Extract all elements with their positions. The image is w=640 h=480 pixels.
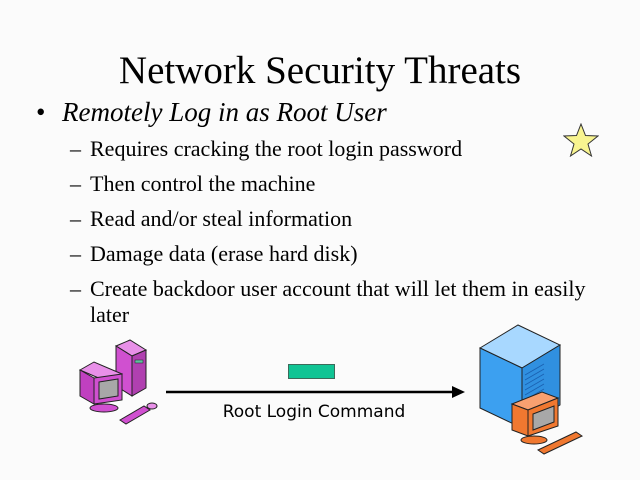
main-bullet-text: Remotely Log in as Root User [62,97,387,127]
sub-bullet-text: Damage data (erase hard disk) [90,241,358,266]
dash-marker: – [70,136,81,161]
sub-bullet-text: Create backdoor user account that will l… [90,276,586,327]
slide-title: Network Security Threats [118,49,522,92]
main-bullet: • Remotely Log in as Root User [36,96,387,128]
dash-marker: – [70,171,81,196]
dash-marker: – [70,276,81,301]
data-packet [288,364,335,379]
arrow-label: Root Login Command [222,402,406,422]
sub-bullet: –Create backdoor user account that will … [70,276,610,328]
dash-marker: – [70,206,81,231]
attacker-computer-icon [78,339,158,425]
sub-bullet: –Then control the machine [70,171,610,197]
sub-bullet: –Damage data (erase hard disk) [70,241,610,267]
server-computer-icon [478,324,584,455]
sub-bullet-text: Then control the machine [90,171,316,196]
dash-marker: – [70,241,81,266]
sub-bullet-text: Requires cracking the root login passwor… [90,136,463,161]
connection-arrow [166,386,465,398]
sub-bullet-text: Read and/or steal information [90,206,353,231]
sub-bullet: –Read and/or steal information [70,206,610,232]
bullet-marker: • [36,97,46,127]
sub-bullet-list: –Requires cracking the root login passwo… [70,136,610,337]
star-icon [563,123,599,157]
sub-bullet: –Requires cracking the root login passwo… [70,136,610,162]
